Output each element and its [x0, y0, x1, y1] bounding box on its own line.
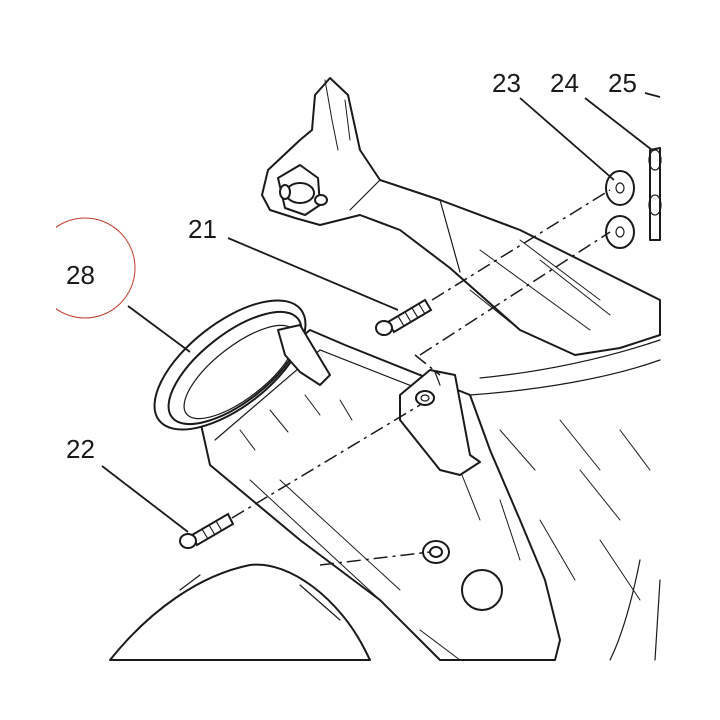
duct-mount-hole	[422, 540, 503, 611]
callout-24: 24	[550, 68, 579, 98]
bellmouth-seal	[153, 299, 331, 431]
assembly-centerlines	[231, 189, 611, 566]
side-body	[469, 339, 661, 661]
callout-23: 23	[492, 68, 521, 98]
callout-22: 22	[66, 434, 95, 464]
washer-stack	[605, 147, 662, 249]
lower-panel	[109, 563, 371, 661]
callout-25: 25	[608, 68, 637, 98]
bolt-21	[375, 298, 433, 336]
bolt-22	[179, 512, 235, 549]
callout-28: 28	[66, 260, 95, 290]
callout-leaders	[101, 92, 661, 533]
highlight-mask	[30, 205, 56, 335]
frame-bracket	[261, 77, 661, 356]
callout-21: 21	[188, 214, 217, 244]
mount-tab	[399, 369, 481, 476]
